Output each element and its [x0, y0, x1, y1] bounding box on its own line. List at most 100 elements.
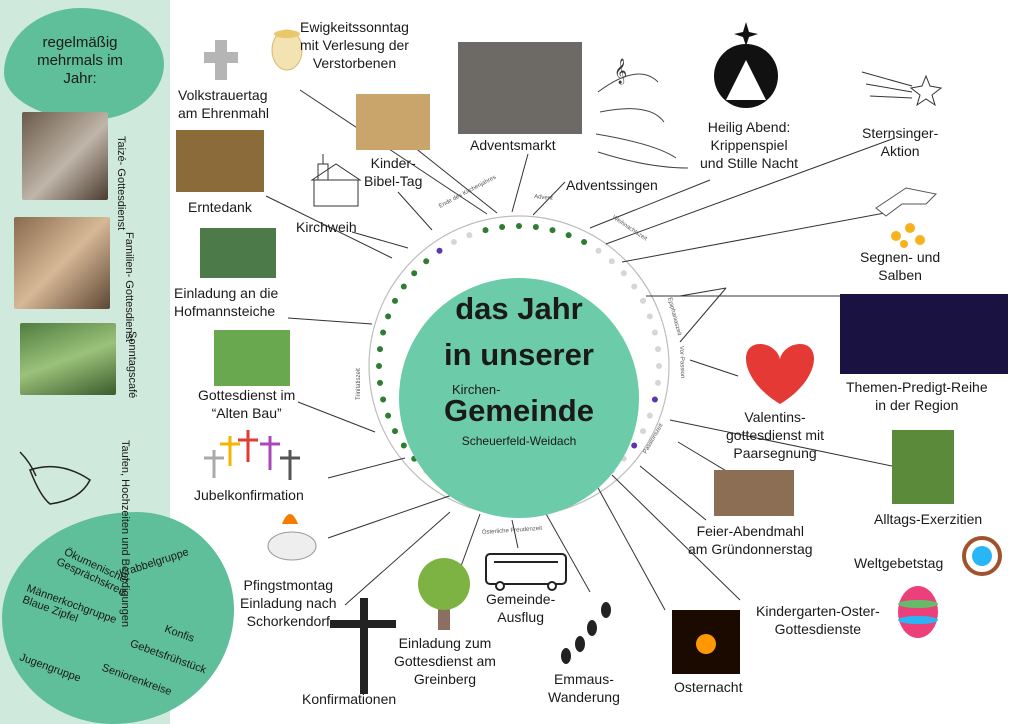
week-dot	[640, 428, 646, 435]
event-themen-predigt: Themen-Predigt-Reihe in der Region	[846, 379, 988, 413]
footprints-icon	[561, 602, 611, 664]
event-pfingstmontag: Pfingstmontag Einladung nach Schorkendor…	[240, 577, 337, 629]
season-trinitatis: Trinitatiszeit	[356, 368, 362, 400]
event-segnen: Segnen- und Salben	[860, 249, 941, 283]
week-dot	[631, 442, 638, 449]
altenbau-photo	[214, 330, 290, 386]
week-dot	[482, 227, 489, 234]
event-erntedank: Erntedank	[188, 199, 252, 215]
week-dot	[651, 396, 658, 403]
sidebar-item-sonntagscafe: Sonntagscafé	[126, 331, 138, 399]
bus-icon	[485, 553, 567, 591]
week-dot	[450, 239, 457, 245]
week-dot	[400, 283, 407, 290]
event-sternsinger: Sternsinger- Aktion	[862, 125, 939, 159]
week-dot	[655, 346, 661, 353]
week-dot	[400, 442, 407, 449]
week-dot	[392, 428, 398, 435]
week-dot	[436, 247, 443, 254]
title-subtitle: Scheuerfeld-Weidach	[461, 434, 577, 448]
event-kinder-bibel-tag: Kinder- Bibel-Tag	[364, 155, 423, 189]
week-dot	[377, 379, 383, 386]
event-kindergarten: Kindergarten-Oster- Gottesdienste	[756, 603, 880, 637]
stone-cross-icon	[204, 40, 238, 80]
heading-blob	[4, 8, 164, 120]
week-dot	[646, 313, 653, 320]
week-dot	[656, 363, 662, 369]
sidebar-heading: regelmäßig mehrmals im Jahr:	[37, 34, 123, 87]
center-circle	[399, 278, 639, 518]
abendmahl-photo	[714, 470, 794, 516]
season-advent: Advent	[534, 194, 554, 202]
easter-egg-icon	[898, 586, 938, 638]
week-dot	[392, 297, 398, 304]
blessing-hand-icon	[875, 187, 938, 248]
event-alltags: Alltags-Exerzitien	[874, 511, 983, 527]
event-ewigkeitssonntag: Ewigkeitssonntag mit Verlesung der Verst…	[300, 19, 409, 71]
week-dot	[423, 258, 430, 265]
season-ostern: Österliche Freudenzeit	[482, 525, 543, 536]
themen-predigt-photo	[840, 294, 1008, 374]
event-valentin: Valentins- gottesdienst mit Paarsegnung	[726, 409, 825, 461]
event-osternacht: Osternacht	[674, 679, 743, 695]
week-dot	[631, 283, 638, 290]
nativity-icon	[714, 22, 778, 108]
week-dot	[499, 224, 506, 230]
dove-icon	[19, 451, 91, 505]
candle-flame-icon	[696, 634, 716, 654]
week-dot	[608, 258, 615, 265]
week-dot	[385, 313, 392, 320]
pfingst-dove-icon	[267, 514, 317, 561]
shooting-star-icon	[861, 71, 943, 107]
week-dot	[620, 270, 627, 277]
colored-crosses-icon	[204, 430, 300, 480]
event-kirchweih: Kirchweih	[296, 219, 357, 235]
week-dot	[466, 232, 473, 239]
event-adventssingen: Adventssingen	[566, 177, 658, 193]
hofmannsteiche-photo	[200, 228, 276, 278]
music-notes-icon: 𝄞	[595, 58, 689, 169]
season-epiphanias: Epiphaniaszeit	[666, 297, 682, 337]
candle-icon	[271, 29, 303, 71]
adventsmarkt-photo	[458, 42, 582, 134]
week-dot	[411, 270, 418, 277]
event-feier-abendmahl: Feier-Abendmahl am Gründonnerstag	[688, 523, 813, 557]
week-dot	[380, 329, 387, 336]
week-dot	[380, 396, 387, 403]
week-dot	[532, 224, 539, 230]
event-gemeinde-ausflug: Gemeinde- Ausflug	[486, 591, 556, 625]
week-dot	[581, 239, 588, 245]
week-dot	[640, 297, 646, 304]
title-line2: in unserer	[444, 337, 594, 372]
week-dot	[385, 412, 392, 419]
world-prayer-icon	[962, 536, 1002, 576]
week-dot	[377, 346, 383, 353]
season-vorpassion: Vor-Passion	[678, 346, 685, 379]
church-sketch-icon	[310, 154, 362, 207]
svg-text:𝄞: 𝄞	[614, 58, 627, 84]
season-ende: Ende des Kirchenjahres	[438, 175, 497, 210]
title-line3: Gemeinde	[444, 393, 594, 428]
title-small: Kirchen-	[452, 382, 501, 397]
alltags-photo	[892, 430, 954, 504]
event-konfirmationen: Konfirmationen	[302, 691, 397, 707]
season-passion: Passionszeit	[643, 423, 665, 455]
event-greinberg: Einladung zum Gottesdienst am Greinberg	[394, 635, 496, 687]
week-dot	[549, 227, 556, 234]
week-dot	[646, 412, 653, 419]
kinderbibeltag-photo	[356, 94, 430, 150]
erntedank-photo	[176, 130, 264, 192]
week-dot	[595, 247, 602, 254]
event-hofmannsteiche: Einladung an die Hofmannsteiche	[174, 285, 279, 319]
week-dot	[376, 363, 382, 369]
event-heilig-abend: Heilig Abend: Krippenspiel und Stille Na…	[700, 119, 799, 171]
title-line1: das Jahr	[455, 291, 583, 326]
event-emmaus: Emmaus- Wanderung	[548, 671, 620, 705]
tree-icon	[418, 558, 470, 630]
event-jubelkonfirmation: Jubelkonfirmation	[194, 487, 304, 503]
taize-photo	[22, 112, 108, 200]
week-dot	[565, 232, 572, 239]
week-dot	[651, 329, 658, 336]
event-volkstrauertag: Volkstrauertag am Ehrenmahl	[178, 87, 270, 121]
